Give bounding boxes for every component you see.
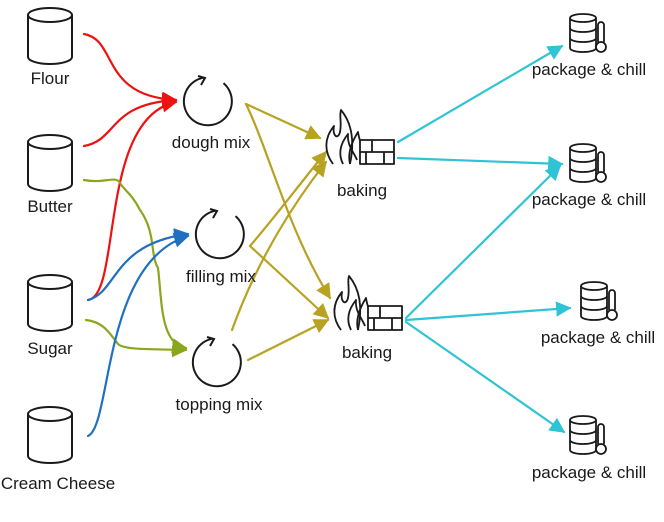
label-baking-2: baking [342,343,392,362]
edge-cream-filling [86,232,190,438]
edge-filling-baking1 [248,150,328,248]
database-cylinder-icon [27,406,73,464]
edge-baking2-package3 [404,301,572,322]
database-cylinder-icon [27,274,73,332]
node-dough-mix [182,75,233,127]
edge-dough-baking2 [244,102,332,300]
label-topping-mix: topping mix [176,395,263,414]
label-package-1: package & chill [532,60,646,79]
edge-dough-baking1 [244,102,322,140]
label-butter: Butter [27,197,73,216]
node-filling-mix [194,208,245,260]
node-cream-cheese [27,406,73,464]
edge-topping-baking2 [246,318,330,362]
edge-flour-dough [82,32,178,107]
label-package-2: package & chill [532,190,646,209]
fire-oven-icon [325,109,395,165]
cycle-arrow-icon [182,75,233,127]
node-package-2 [569,143,607,183]
label-dough-mix: dough mix [172,133,251,152]
node-baking-1 [325,109,395,165]
cycle-arrow-icon [191,336,242,388]
fire-oven-icon [333,275,403,331]
edge-baking2-package4 [404,320,566,434]
edge-topping-baking1 [230,160,328,332]
label-filling-mix: filling mix [186,267,256,286]
storage-thermometer-icon [580,281,618,321]
storage-thermometer-icon [569,13,607,53]
node-baking-2 [333,275,403,331]
label-flour: Flour [31,69,70,88]
node-package-3 [580,281,618,321]
edge-baking1-package2 [396,155,564,172]
storage-thermometer-icon [569,143,607,183]
edge-filling-baking2 [248,244,330,320]
node-butter [27,134,73,192]
edge-sugar-dough [86,97,178,302]
edge-butter-dough [82,93,178,148]
cycle-arrow-icon [194,208,245,260]
label-package-3: package & chill [541,328,655,347]
label-baking-1: baking [337,181,387,200]
node-flour [27,7,73,65]
label-cream-cheese: Cream Cheese [1,474,115,493]
node-package-1 [569,13,607,53]
label-sugar: Sugar [27,339,73,358]
edge-sugar-topping [84,318,188,358]
edge-baking2-package2 [404,164,562,320]
node-topping-mix [191,336,242,388]
label-package-4: package & chill [532,463,646,482]
storage-thermometer-icon [569,415,607,455]
database-cylinder-icon [27,134,73,192]
node-sugar [27,274,73,332]
edge-baking1-package1 [396,44,564,144]
database-cylinder-icon [27,7,73,65]
node-package-4 [569,415,607,455]
edge-butter-topping [82,178,188,354]
edge-sugar-filling [86,228,190,302]
